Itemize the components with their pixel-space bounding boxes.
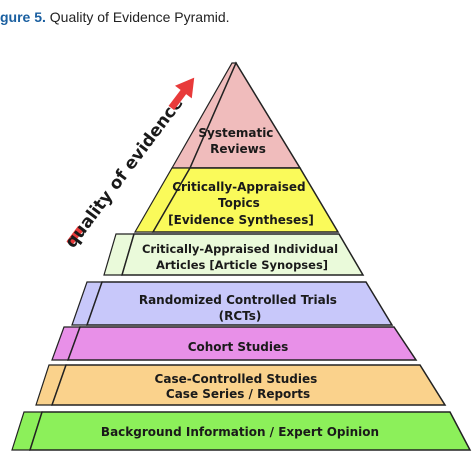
level-7-label: Background Information / Expert Opinion <box>101 425 379 439</box>
level-1-label: Systematic Reviews <box>198 126 277 156</box>
level-4-label: Randomized Controlled Trials (RCTs) <box>139 293 341 323</box>
arrow-head-icon <box>175 77 195 99</box>
level-6-face <box>50 364 447 406</box>
level-3-label: Critically-Appraised Individual Articles… <box>142 242 342 272</box>
figure-caption: gure 5. Quality of Evidence Pyramid. <box>0 9 230 25</box>
level-3-face <box>120 233 365 276</box>
level-4-face <box>85 281 394 326</box>
figure-label: gure 5. <box>0 9 46 25</box>
level-2-face <box>151 167 340 233</box>
level-6-label: Case-Controlled Studies Case Series / Re… <box>155 372 322 401</box>
arrow-shaft <box>168 88 188 111</box>
level-5-face <box>66 326 418 361</box>
pyramid-side-faces <box>11 62 237 451</box>
figure-title: Quality of Evidence Pyramid. <box>49 9 230 25</box>
level-5-label: Cohort Studies <box>188 340 289 354</box>
level-7-face <box>28 411 472 451</box>
arrow-tail-dash <box>66 226 84 246</box>
level-2-label: Critically-Appraised Topics [Evidence Sy… <box>168 180 314 227</box>
